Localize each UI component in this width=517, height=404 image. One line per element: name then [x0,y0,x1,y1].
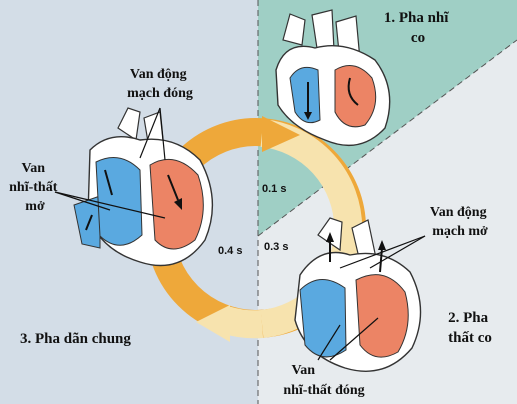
heart-phase3 [73,107,214,267]
heart-phase2 [294,217,422,372]
semilunar-open-label: Van động mạch mở [430,205,490,239]
phase3-label: 3. Pha dãn chung [20,331,131,347]
av-open-label: Van nhĩ-thất mở [9,161,61,214]
pointer-semilunar-open-2 [369,235,426,269]
semilunar-closed-label: Van động mạch đóng [127,67,193,101]
pointer-av-closed-1 [317,324,341,361]
pointer-semilunar-open-1 [339,235,426,269]
av-closed-label: Van nhĩ-thất đóng [283,363,364,398]
phase1-label: 1. Pha nhĩ co [384,10,452,46]
time-label-t1: 0.1 s [262,183,286,195]
cycle-ring-light-bottom [221,306,264,339]
pointer-av-open-2 [54,191,166,219]
pointer-semilunar-closed-1 [139,107,161,159]
pointer-av-closed-2 [329,317,379,361]
pointer-av-open-1 [54,191,111,211]
time-label-t2: 0.3 s [264,241,288,253]
pointer-semilunar-closed-2 [159,107,166,161]
time-label-t3: 0.4 s [218,245,242,257]
cycle-arrowhead-bottom [196,305,230,342]
phase2-label: 2. Pha thất co [448,310,492,346]
heart-phase1 [275,9,391,147]
cycle-arrowhead-top [262,116,300,152]
panel-divider-diagonal [257,39,517,237]
